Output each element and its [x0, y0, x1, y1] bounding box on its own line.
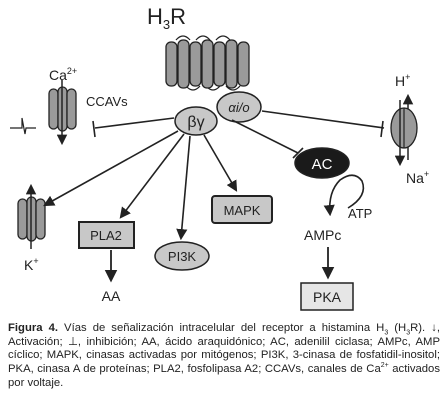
pi3k-label: PI3K: [168, 249, 197, 264]
ca-label: Ca2+: [49, 66, 77, 83]
pka-label: PKA: [313, 289, 342, 305]
signaling-diagram: H3R βγ αi/o Ca2+ CCAVs K+ PLA2: [10, 4, 429, 311]
ac-node: [294, 147, 350, 179]
activation-arrows: [43, 130, 238, 241]
beta-gamma-label: βγ: [187, 114, 204, 131]
figure-label: Figura 4.: [8, 322, 58, 334]
receptor-title: H3R: [147, 4, 186, 32]
voltage-step-icon: [10, 117, 36, 135]
atp-to-ampc-arrow: [323, 174, 365, 217]
pi3k-node: [154, 241, 210, 271]
mapk-box: [211, 195, 273, 224]
ampc-label: AMPc: [304, 227, 341, 243]
pla2-box: [78, 221, 135, 249]
na-label: Na+: [406, 169, 429, 186]
beta-gamma-subunit: [174, 106, 218, 136]
ccavs-label: CCAVs: [86, 94, 128, 109]
ca-channel: [48, 86, 77, 132]
k-label: K+: [24, 256, 39, 273]
mapk-label: MAPK: [224, 203, 261, 218]
receptor-helices: [165, 35, 250, 91]
alpha-subunit: [216, 91, 262, 123]
alpha-label: αi/o: [228, 100, 249, 115]
inhibition-lines: [92, 110, 385, 159]
figure-caption: Figura 4. Vías de señalización intracelu…: [8, 322, 440, 389]
aa-label: AA: [102, 288, 121, 304]
pka-box: [300, 282, 354, 311]
ac-label: AC: [312, 156, 333, 173]
h-label: H+: [395, 72, 410, 89]
atp-label: ATP: [348, 206, 372, 221]
pla2-label: PLA2: [90, 228, 122, 243]
